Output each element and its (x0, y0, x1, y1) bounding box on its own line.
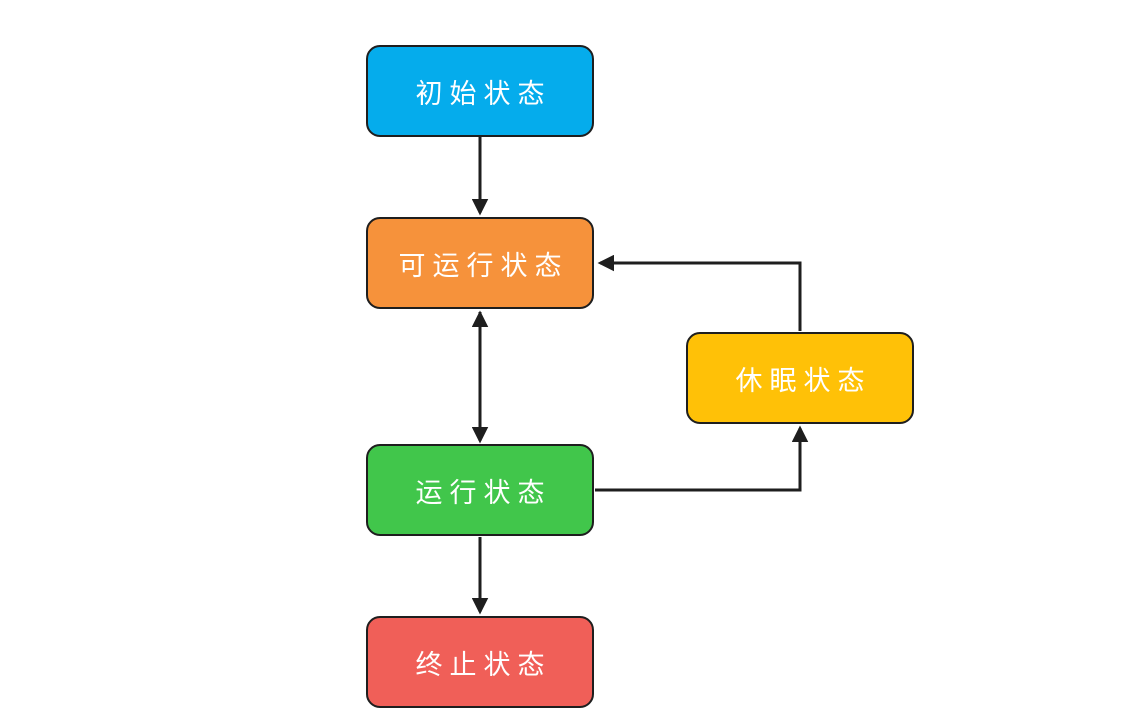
node-runnable-state: 可运行状态 (366, 217, 594, 309)
node-terminated-state: 终止状态 (366, 616, 594, 708)
node-running-state-label: 运行状态 (415, 477, 552, 509)
node-sleep-state: 休眠状态 (686, 332, 914, 424)
arrow-sleep-to-runnable (597, 254, 802, 331)
arrow-running-to-sleep (595, 425, 809, 492)
node-running-state: 运行状态 (366, 444, 594, 536)
node-runnable-state-label: 可运行状态 (398, 250, 569, 282)
node-terminated-state-label: 终止状态 (415, 649, 552, 681)
node-initial-state: 初始状态 (366, 45, 594, 137)
node-sleep-state-label: 休眠状态 (735, 365, 872, 397)
node-initial-state-label: 初始状态 (415, 78, 552, 110)
